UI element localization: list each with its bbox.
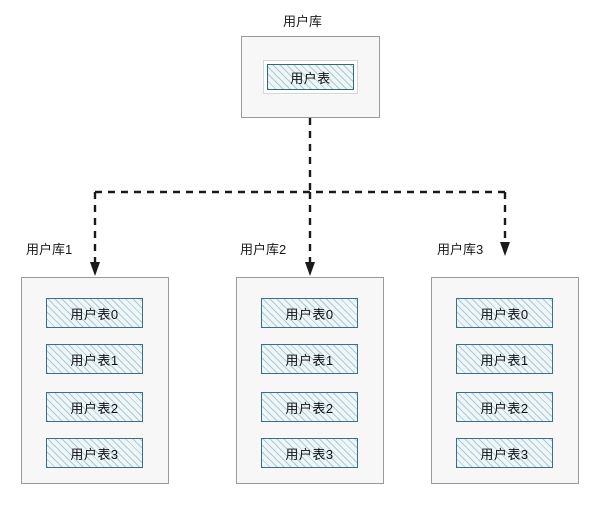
arrowhead-1: [90, 262, 100, 276]
shard-1-table-1: 用户表1: [46, 344, 143, 374]
arrowhead-3: [500, 242, 510, 256]
shard-2-label: 用户库2: [240, 242, 287, 257]
shard-2-table-2: 用户表2: [261, 392, 358, 422]
shard-1-label: 用户库1: [26, 242, 73, 257]
shard-1-table-3: 用户表3: [46, 438, 143, 468]
shard-3-table-0: 用户表0: [456, 298, 553, 328]
shard-1-table-2: 用户表2: [46, 392, 143, 422]
shard-3-table-1: 用户表1: [456, 344, 553, 374]
shard-3-table-3: 用户表3: [456, 438, 553, 468]
shard-2-table-0: 用户表0: [261, 298, 358, 328]
root-table: 用户表: [267, 64, 354, 90]
shard-1-table-0: 用户表0: [46, 298, 143, 328]
arrowhead-2: [305, 262, 315, 276]
root-table-wrapper: 用户表: [263, 60, 358, 94]
shard-2-table-3: 用户表3: [261, 438, 358, 468]
shard-2-table-1: 用户表1: [261, 344, 358, 374]
shard-3-label: 用户库3: [437, 242, 484, 257]
root-db-label: 用户库: [283, 14, 323, 29]
shard-3-table-2: 用户表2: [456, 392, 553, 422]
